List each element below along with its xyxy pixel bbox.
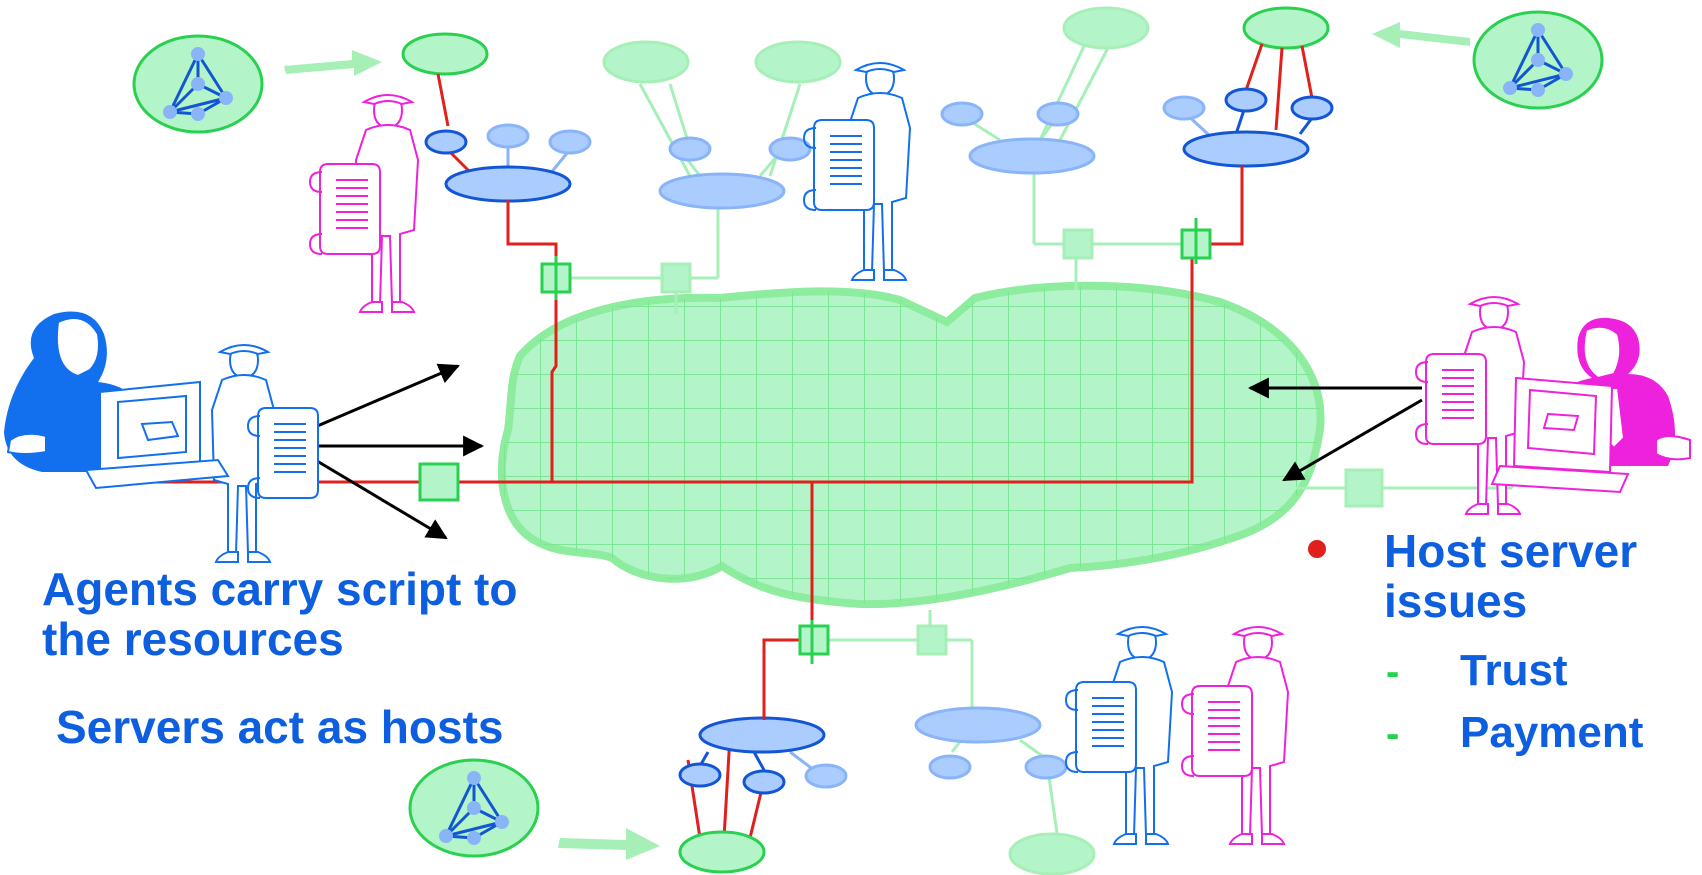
agent-person-blue-top — [803, 62, 911, 281]
caption-servers: Servers act as hosts — [56, 701, 504, 753]
caption-agents-line2: the resources — [42, 613, 344, 665]
caption-agents-line1: Agents carry script to — [42, 563, 518, 615]
user-at-computer-left — [4, 311, 230, 490]
issue-dash-payment: - — [1386, 712, 1400, 756]
issues-heading-line2: issues — [1384, 575, 1528, 627]
agent-person-blue-left — [211, 344, 319, 563]
issues-heading-line1: Host server — [1384, 525, 1638, 577]
network-clusters — [401, 6, 1334, 875]
agent-person-blue-bottom — [1065, 626, 1173, 845]
agent-person-magenta-bottom — [1181, 626, 1289, 845]
issue-dash-trust: - — [1386, 650, 1400, 694]
agent-person-magenta-top — [309, 94, 419, 313]
agent-badge-top-right — [1472, 10, 1604, 110]
issue-trust: Trust — [1460, 646, 1568, 695]
agent-arrows — [307, 363, 1423, 540]
badge-arrows — [284, 22, 1470, 860]
agent-badge-bottom-left — [408, 758, 540, 858]
issue-payment: Payment — [1460, 708, 1644, 757]
agent-badge-top-left — [132, 34, 264, 134]
routers — [418, 218, 1384, 664]
bullet-dot-icon — [1308, 540, 1326, 558]
network-cloud — [497, 281, 1325, 609]
user-at-computer-right — [1490, 317, 1691, 494]
